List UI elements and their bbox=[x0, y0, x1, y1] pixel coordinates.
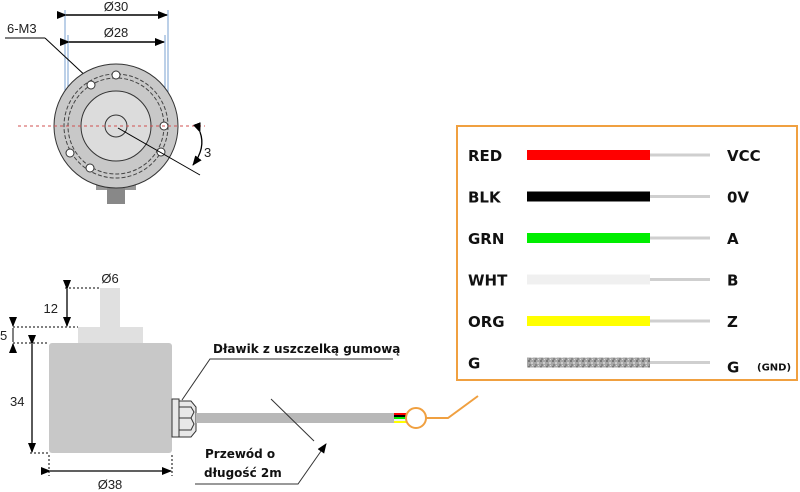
shaft-diameter-label: Ø6 bbox=[101, 271, 118, 286]
wiring-table: RED VCC BLK 0V GRN A WHT B ORG Z G G (GND) bbox=[456, 125, 798, 381]
signal-label: 0V bbox=[727, 189, 749, 207]
wire-color-label: BLK bbox=[468, 189, 502, 207]
wire-lead bbox=[650, 195, 710, 198]
outer-diameter-label: Ø30 bbox=[104, 0, 129, 14]
flange bbox=[78, 327, 143, 343]
signal-label: B bbox=[727, 272, 738, 290]
wire-lead bbox=[650, 319, 710, 323]
encoder-body bbox=[49, 343, 172, 453]
wiring-row: WHT B bbox=[468, 272, 738, 290]
mount-hole bbox=[86, 80, 96, 90]
wire-lead bbox=[650, 278, 710, 281]
signal-label: Z bbox=[727, 313, 738, 331]
wiring-table-border bbox=[456, 125, 798, 381]
wiring-row: GRN A bbox=[468, 230, 739, 248]
wire-color-swatch bbox=[527, 191, 650, 202]
shaft-length-label: 12 bbox=[44, 301, 58, 316]
body-height-label: 34 bbox=[10, 394, 24, 409]
wire-color-swatch bbox=[527, 274, 650, 285]
front-view: Ø30 Ø28 6-M3 3 bbox=[5, 0, 211, 204]
mount-hole bbox=[85, 163, 95, 173]
body-diameter-label: Ø38 bbox=[98, 477, 123, 492]
wire-color-swatch bbox=[527, 150, 650, 160]
wire-color-swatch bbox=[527, 316, 650, 326]
cable-label-line2: długość 2m bbox=[204, 466, 282, 480]
gland-label: Dławik z uszczelką gumową bbox=[213, 342, 400, 356]
signal-label: G bbox=[727, 359, 739, 377]
gland-leader bbox=[181, 358, 393, 401]
signal-label: A bbox=[727, 230, 739, 248]
wire-color-label: GRN bbox=[468, 230, 504, 248]
mount-hole bbox=[65, 148, 75, 158]
mount-holes-label: 6-M3 bbox=[7, 21, 37, 36]
mount-hole bbox=[111, 70, 121, 80]
cable-end-callout bbox=[405, 407, 427, 429]
wire-lead bbox=[650, 153, 710, 157]
wire-color-label: RED bbox=[468, 147, 502, 165]
angle-arrow bbox=[192, 122, 203, 166]
wire-color-label: ORG bbox=[468, 313, 505, 331]
wire-lead bbox=[650, 361, 710, 364]
callout-connector bbox=[426, 395, 479, 419]
leader-line bbox=[44, 37, 91, 81]
cable-gland bbox=[171, 398, 197, 438]
signal-label: VCC bbox=[727, 147, 761, 165]
side-view: Ø6 12 5 34 Ø38 bbox=[0, 271, 479, 492]
wire-color-swatch bbox=[527, 357, 650, 368]
wiring-row: G G (GND) bbox=[468, 355, 791, 377]
cable-label-line1: Przewód o bbox=[205, 447, 275, 461]
wire-lead bbox=[650, 236, 710, 240]
gnd-note: (GND) bbox=[757, 363, 791, 374]
angle-reference-line bbox=[117, 127, 201, 176]
cable bbox=[196, 413, 394, 423]
wiring-row: RED VCC bbox=[468, 147, 761, 165]
shaft bbox=[100, 288, 120, 328]
wiring-row: BLK 0V bbox=[468, 189, 749, 207]
wire-color-label: G bbox=[468, 355, 480, 373]
wire-color-label: WHT bbox=[468, 272, 508, 290]
angle-label: 3 bbox=[204, 145, 211, 160]
wire-color-swatch bbox=[527, 233, 650, 243]
cable-leader bbox=[195, 443, 327, 485]
wiring-row: ORG Z bbox=[468, 313, 738, 331]
flange-height-label: 5 bbox=[0, 328, 7, 343]
inner-diameter-label: Ø28 bbox=[104, 25, 129, 40]
connector-stub bbox=[107, 188, 125, 204]
